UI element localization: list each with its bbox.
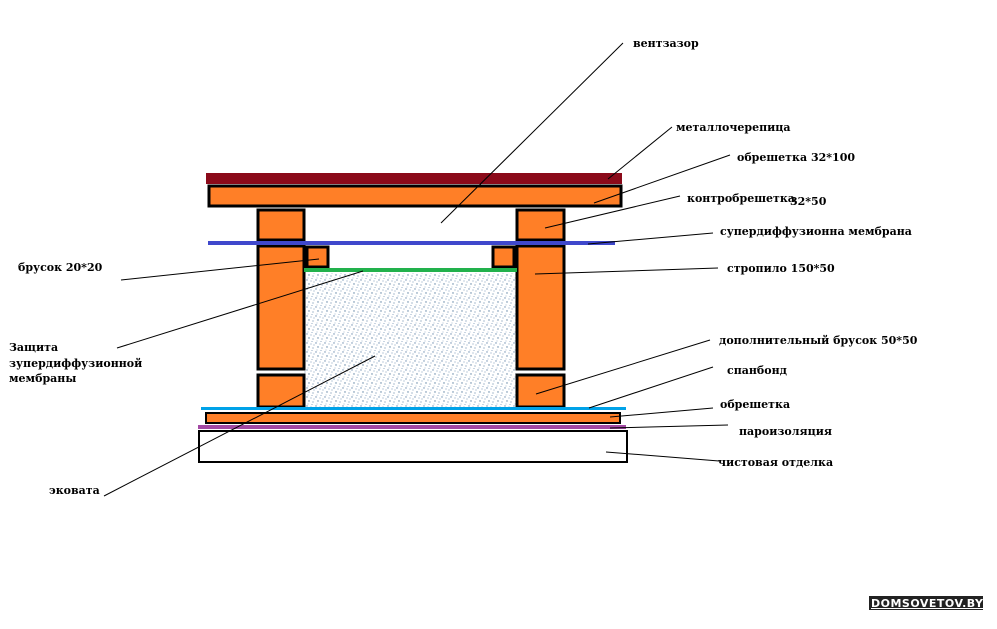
label-metal-tile: металлочерепица <box>676 121 791 134</box>
label-additional-bar: дополнительный брусок 50*50 <box>719 334 918 347</box>
leader-finish <box>605 451 720 462</box>
rafter-left <box>256 244 306 371</box>
label-counter-batten: контробрешетка <box>687 192 795 205</box>
leader-rafter <box>534 267 719 275</box>
label-bar-20x20: брусок 20*20 <box>18 261 103 274</box>
label-spunbond: спанбонд <box>727 364 787 377</box>
spunbond-line <box>201 407 626 410</box>
leader-ventzazor <box>440 42 624 224</box>
label-counter-batten-size: 32*50 <box>790 195 827 208</box>
leader-membrane-protection <box>116 270 364 349</box>
leader-vapor-barrier <box>609 424 729 429</box>
label-top-batten: обрешетка <box>737 151 807 164</box>
leader-superdiffusion <box>587 232 714 245</box>
top-batten-32x100 <box>207 184 623 208</box>
leader-top-batten <box>593 154 731 204</box>
label-protection-line1: Защита <box>9 341 58 354</box>
label-finish: чистовая отделка <box>718 456 833 469</box>
ecowool-insulation <box>304 273 516 407</box>
additional-bar-right <box>515 373 566 409</box>
superdiffusion-membrane-line <box>208 241 615 245</box>
leader-counter-batten <box>544 195 681 229</box>
additional-bar-left <box>256 373 306 409</box>
label-protection-line2: зупердиффузионной <box>9 357 142 370</box>
label-ecowool: эковата <box>49 484 100 497</box>
vapor-barrier-line <box>198 425 626 429</box>
label-vapor-barrier: пароизоляция <box>739 425 832 438</box>
bar-20x20-left <box>305 245 330 269</box>
bottom-batten <box>205 412 621 424</box>
leader-spunbond <box>588 366 714 409</box>
label-rafter: стропило 150*50 <box>727 262 835 275</box>
label-bottom-batten: обрешетка <box>720 398 790 411</box>
label-top-batten-size: 32*100 <box>811 151 855 164</box>
leader-bottom-batten <box>609 407 714 418</box>
leader-metal-tile <box>607 126 673 180</box>
membrane-protection-line <box>304 268 517 272</box>
label-superdiffusion: супердиффузионна мембрана <box>720 225 912 238</box>
leader-additional-bar <box>535 339 711 395</box>
counter-batten-left <box>256 208 306 242</box>
finish-board <box>198 430 628 463</box>
label-ventzazor: вентзазор <box>633 37 699 50</box>
watermark-background <box>869 596 983 610</box>
watermark-link[interactable]: DOMSOVETOV.BY <box>871 597 984 610</box>
leader-bar-20x20 <box>120 258 320 281</box>
leader-ecowool <box>103 355 376 497</box>
rafter-right <box>515 244 566 371</box>
bar-20x20-right <box>491 245 516 269</box>
metal-tile-layer <box>206 173 622 184</box>
label-protection-line3: мембраны <box>9 372 76 385</box>
